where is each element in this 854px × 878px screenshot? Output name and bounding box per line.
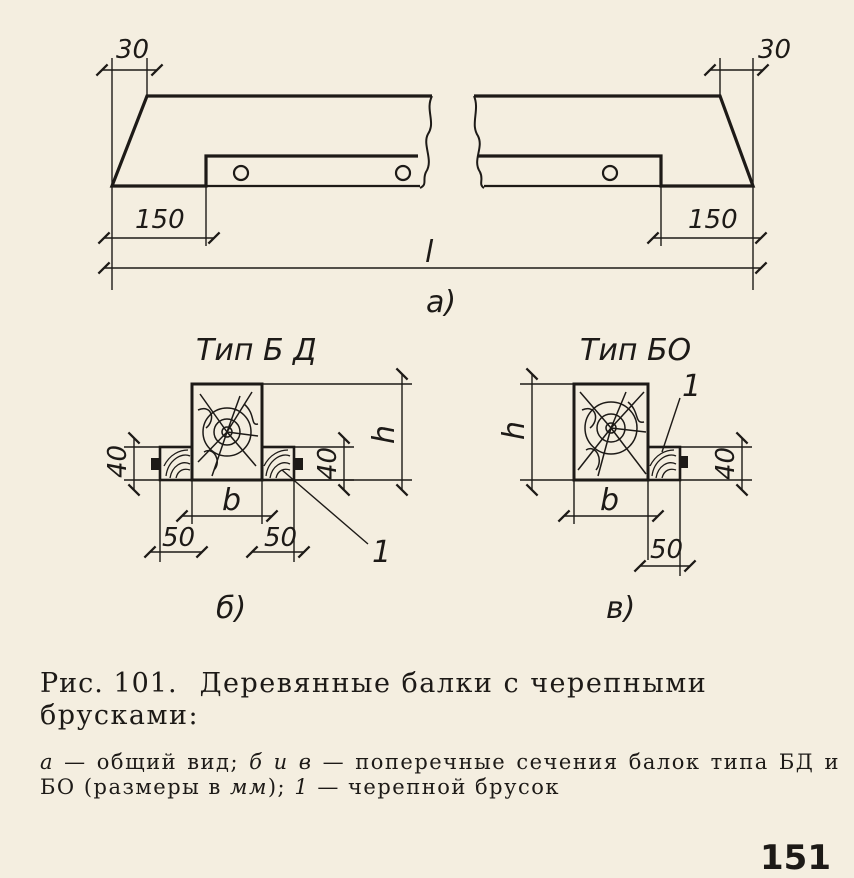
dim-h: h bbox=[367, 425, 402, 444]
dim-length-l: l bbox=[425, 235, 434, 270]
beam-diagram: 30 30 150 150 l а) Тип Б Д bbox=[95, 35, 791, 626]
figure-caption: Рис. 101.Деревянные балки с черепными бр… bbox=[40, 668, 840, 732]
dim-30-left: 30 bbox=[116, 35, 149, 65]
label-v: в) bbox=[606, 591, 635, 626]
dim-150-right: 150 bbox=[688, 205, 738, 235]
section-bo: Тип БО h 40 b 50 1 bbox=[497, 333, 752, 626]
dim-b: b bbox=[222, 483, 241, 518]
legend-text-1: — черепной брусок bbox=[309, 775, 560, 799]
beam-left-part bbox=[109, 94, 432, 188]
figure-legend: а — общий вид; б и в — поперечные сечени… bbox=[40, 750, 840, 800]
legend-key-a: а bbox=[40, 750, 55, 774]
legend-close: ); bbox=[267, 775, 295, 799]
section-bd-title: Тип Б Д bbox=[196, 333, 317, 368]
dim-30-right: 30 bbox=[758, 35, 791, 65]
legend-text-a: — общий вид; bbox=[54, 750, 250, 774]
dim-150-left: 150 bbox=[135, 205, 185, 235]
caption-title: Деревянные балки с черепными брусками: bbox=[40, 668, 708, 731]
callout-1-bd: 1 bbox=[372, 535, 391, 570]
legend-text-bv: — поперечные сечения балок типа БД и БО … bbox=[40, 750, 840, 799]
section-bd: Тип Б Д 40 40 h bbox=[103, 333, 412, 626]
label-b: б) bbox=[216, 591, 246, 626]
bolt-hole bbox=[394, 164, 412, 182]
section-bo-title: Тип БО bbox=[580, 333, 691, 368]
page-number: 151 bbox=[760, 838, 831, 878]
bolt-head-right bbox=[680, 456, 688, 468]
bolt-head-left bbox=[151, 458, 160, 470]
label-a: а) bbox=[426, 285, 456, 320]
dim-h-bo: h bbox=[497, 421, 532, 440]
legend-key-bv: б и в bbox=[249, 750, 313, 774]
beam-right-part bbox=[474, 94, 756, 188]
callout-1-bo: 1 bbox=[682, 369, 701, 404]
caption-number: Рис. 101. bbox=[40, 668, 178, 699]
bolt-hole bbox=[601, 164, 619, 182]
main-timber bbox=[190, 382, 264, 482]
legend-unit: мм bbox=[230, 775, 268, 799]
dim-40-bo: 40 bbox=[711, 447, 741, 480]
legend-key-1: 1 bbox=[294, 775, 310, 799]
bolt-head-right bbox=[294, 458, 303, 470]
dim-50-right: 50 bbox=[264, 523, 297, 553]
dim-b-bo: b bbox=[600, 483, 619, 518]
general-view: 30 30 150 150 l а) bbox=[95, 35, 791, 320]
dim-40-left: 40 bbox=[103, 445, 133, 478]
bolt-hole bbox=[232, 164, 250, 182]
dim-50-bo: 50 bbox=[650, 535, 683, 565]
main-timber bbox=[572, 382, 650, 482]
dim-50-left: 50 bbox=[162, 523, 195, 553]
dim-40-right: 40 bbox=[313, 447, 343, 480]
